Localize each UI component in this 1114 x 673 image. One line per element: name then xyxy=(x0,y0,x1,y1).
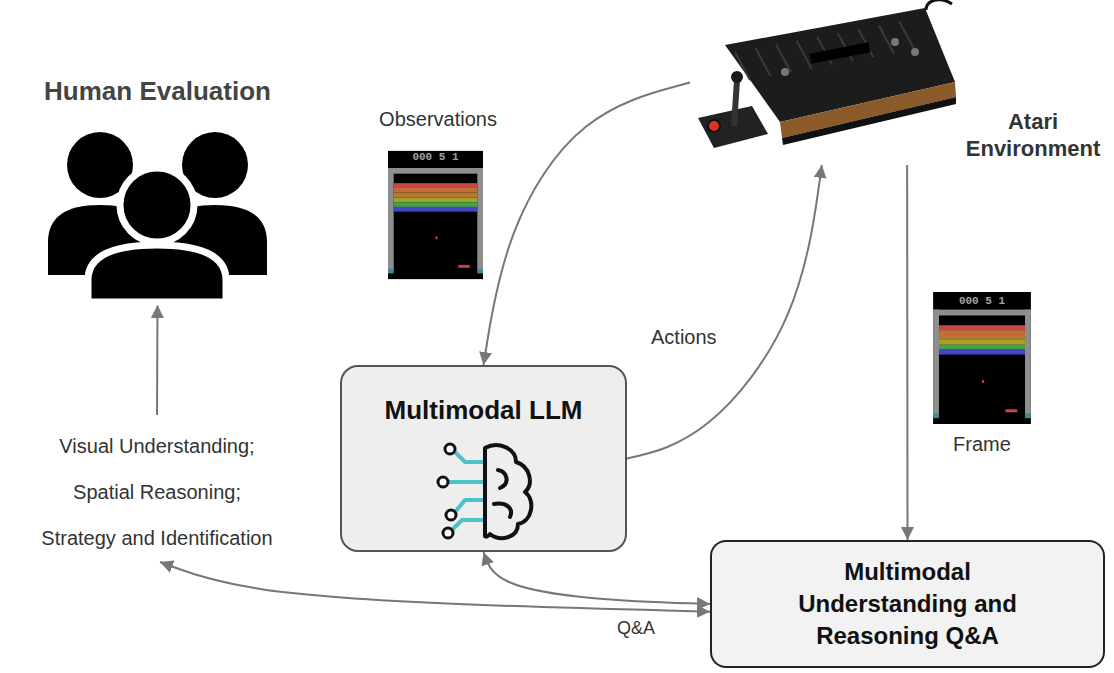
score-display: 000 5 1 xyxy=(959,295,1005,307)
flow-arrow xyxy=(906,165,908,540)
brain-folds xyxy=(494,470,511,517)
joystick-stick xyxy=(734,80,737,126)
score-display: 000 5 1 xyxy=(412,151,458,163)
node-text: Spatial Reasoning; xyxy=(73,469,241,515)
console-switch xyxy=(891,38,899,46)
console-ridge xyxy=(797,41,812,69)
console-cable xyxy=(926,0,952,10)
node-text: Atari Environment xyxy=(958,108,1108,162)
edge-label: Actions xyxy=(648,326,720,349)
brain-outline xyxy=(485,445,531,538)
brain-icon xyxy=(430,442,540,542)
caption: Observations xyxy=(379,108,497,131)
console-ridge xyxy=(776,44,791,72)
circuit-node xyxy=(438,477,448,487)
flow-arrow xyxy=(627,165,822,459)
circuit-node xyxy=(446,510,456,520)
model-box: Multimodal LLM xyxy=(340,365,627,552)
console-switch xyxy=(911,48,919,56)
flow-arrow xyxy=(484,552,711,604)
console-switch xyxy=(781,68,789,76)
node-text: Multimodal Understanding and Reasoning Q… xyxy=(783,556,1033,652)
people-icon xyxy=(48,132,267,302)
console-ridge xyxy=(756,48,771,76)
joystick-knob xyxy=(731,71,743,83)
node-text: Multimodal LLM xyxy=(385,395,583,426)
heading: Human Evaluation xyxy=(44,76,271,107)
game-screen xyxy=(933,292,1031,424)
console-base xyxy=(782,97,956,145)
flow-arrow xyxy=(156,305,159,415)
console-ridges xyxy=(735,22,914,80)
console-ridge xyxy=(879,26,894,54)
cartridge-slot xyxy=(810,42,871,63)
circuit-node xyxy=(445,444,455,454)
person-body xyxy=(88,245,226,302)
circuit-node xyxy=(443,528,453,538)
node-text: Strategy and Identification xyxy=(41,515,272,561)
qa-box: Multimodal Understanding and Reasoning Q… xyxy=(710,540,1105,668)
atari-environment: Atari Environment xyxy=(690,0,1110,165)
person-head xyxy=(120,168,194,242)
game-screen xyxy=(388,151,483,279)
console-ridge xyxy=(899,22,914,50)
flow-arrow xyxy=(160,562,710,612)
evaluation-aspects: Visual Understanding;Spatial Reasoning;S… xyxy=(7,415,307,562)
edge-label: Q&A xyxy=(614,618,658,639)
evaluator-group: Human Evaluation xyxy=(20,72,295,305)
node-text: Visual Understanding; xyxy=(59,423,254,469)
atari-console xyxy=(698,0,956,148)
fire-button xyxy=(708,120,720,132)
flow-arrow xyxy=(484,83,691,366)
caption: Frame xyxy=(953,433,1011,456)
